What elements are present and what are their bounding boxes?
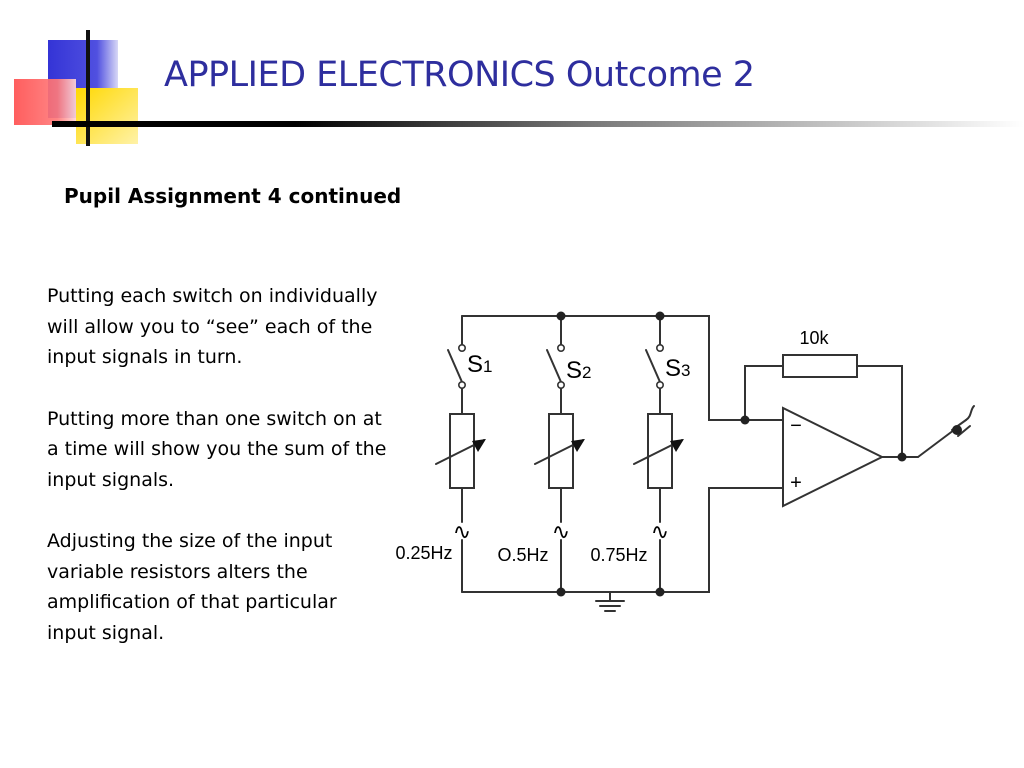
junction-dot <box>740 415 750 425</box>
title-divider <box>52 121 1024 127</box>
variable-resistor-3-arrowhead <box>670 439 684 452</box>
junction-dot <box>897 452 907 462</box>
variable-resistor-1-arrowhead <box>472 439 486 452</box>
top-rail-wire <box>461 315 784 421</box>
paragraph-sum: Putting more than one switch on at a tim… <box>47 407 387 491</box>
slide-logo <box>14 30 138 146</box>
feedback-resistor <box>782 354 858 378</box>
switch-3-label: S3 <box>665 355 690 382</box>
switch-1-blade <box>447 349 463 383</box>
ac-source-3-icon: ∿ <box>651 519 669 544</box>
feedback-wire <box>744 365 784 421</box>
ac-source-1-icon: ∿ <box>453 519 471 544</box>
switch-2-blade <box>546 349 562 383</box>
ac-source-2-icon: ∿ <box>552 519 570 544</box>
switch-1-contact-top <box>457 343 466 352</box>
branch-2 <box>534 315 584 593</box>
switch-1-label: S1 <box>467 351 492 378</box>
probe-handle <box>952 425 962 435</box>
probe-cable <box>917 429 955 458</box>
junction-dot <box>556 311 566 321</box>
input-1-frequency: 0.25Hz <box>395 543 452 563</box>
slide-subtitle: Pupil Assignment 4 continued <box>64 184 402 208</box>
junction-dot <box>655 587 665 597</box>
variable-resistor-2-arrowhead <box>571 439 585 452</box>
switch-3-contact-top <box>655 343 664 352</box>
opamp-non-inverting-label: + <box>790 472 802 494</box>
switch-2-contact-top <box>556 343 565 352</box>
paragraph-resistors: Adjusting the size of the input variable… <box>47 530 337 644</box>
bottom-rail-wire <box>461 487 784 593</box>
ground-symbol <box>595 591 625 612</box>
input-3-frequency: 0.75Hz <box>590 545 647 565</box>
input-2-frequency: O.5Hz <box>497 545 548 565</box>
slide-title: APPLIED ELECTRONICS Outcome 2 <box>164 55 755 95</box>
junction-dot <box>655 311 665 321</box>
opamp-inverting-label: − <box>790 415 802 437</box>
opamp-triangle <box>782 406 885 508</box>
body-text: Putting each switch on individually will… <box>47 281 387 679</box>
junction-dot <box>556 587 566 597</box>
branch-1 <box>435 315 485 593</box>
switch-3-contact-bottom <box>655 380 664 389</box>
paragraph-switches: Putting each switch on individually will… <box>47 285 378 368</box>
switch-1-contact-bottom <box>457 380 466 389</box>
switch-2-contact-bottom <box>556 380 565 389</box>
switch-3-blade <box>645 349 661 383</box>
feedback-resistor-label: 10k <box>799 328 829 348</box>
switch-2-label: S2 <box>566 357 591 384</box>
